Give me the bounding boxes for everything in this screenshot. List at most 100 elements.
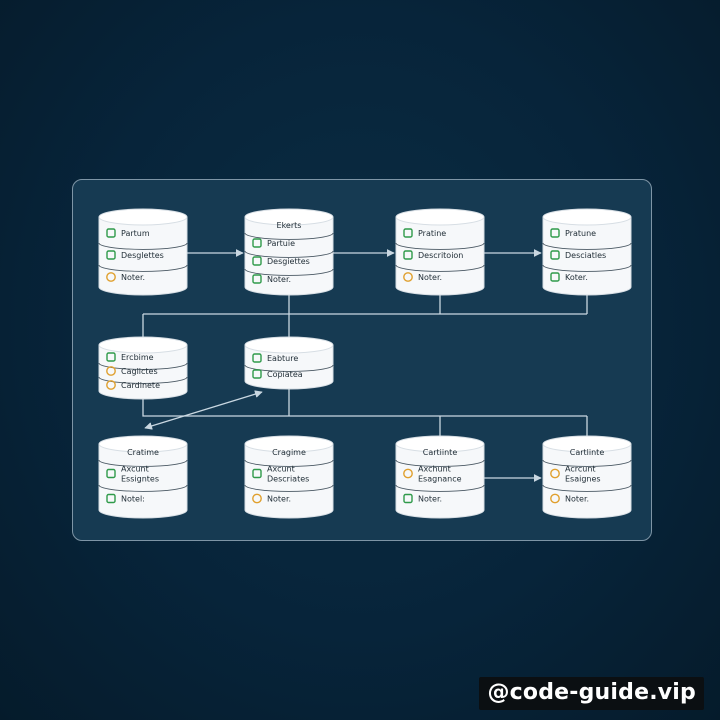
node-title: Cartiinte [423,448,458,457]
node-title: Cratime [127,448,159,457]
row-label: Desglettes [121,251,164,260]
row-label: Axcunt [121,465,149,474]
status-checkbox-icon [403,250,413,260]
status-checkbox-icon [106,468,116,479]
row-label: Acrcunt [565,465,596,474]
cylinder-body [542,444,632,519]
row-label: Noter. [418,495,442,504]
cylinder-body [244,345,334,390]
row-label: Caglictes [121,367,158,376]
node-title: Ekerts [277,221,302,230]
status-checkbox-icon [403,493,413,504]
cylinder-body [244,444,334,519]
row-label: Desciatles [565,251,606,260]
row-divider [98,242,188,250]
row-divider [244,268,334,276]
row-divider [98,264,188,272]
watermark: @code-guide.vip [479,677,704,710]
cylinder-top [244,435,334,453]
status-checkbox-icon [252,353,262,363]
status-checkbox-icon [106,228,116,238]
row-divider [395,484,485,492]
status-checkbox-icon [252,369,262,379]
cylinder-body [98,345,188,400]
row-divider [244,232,334,240]
status-checkbox-icon [106,493,116,504]
row-divider [244,459,334,467]
row-label: Partuie [267,239,295,248]
connector-bus-bottom [142,399,587,417]
status-checkbox-icon [403,228,413,238]
row-divider [395,242,485,250]
status-checkbox-icon [252,256,262,266]
row-divider [98,376,188,384]
row-divider [395,264,485,272]
row-divider [542,484,632,492]
cylinder-top [244,208,334,226]
status-circle-icon [403,468,413,479]
status-circle-icon [252,493,262,504]
node-title: Cragime [272,448,306,457]
connector-n7-n6 [144,390,263,430]
row-label: Noter. [565,495,589,504]
status-checkbox-icon [106,250,116,260]
row-divider [244,484,334,492]
row-label: Cardinete [121,381,160,390]
status-checkbox-icon [550,272,560,282]
row-divider [98,459,188,467]
row-divider [98,362,188,370]
row-label: Partum [121,229,150,238]
row-label: Axchunt [418,465,451,474]
status-checkbox-icon [550,228,560,238]
row-divider [542,264,632,272]
row-label: Noter. [121,273,145,282]
row-label: Descriates [267,475,309,484]
status-circle-icon [403,272,413,282]
row-label: Axcunt [267,465,295,474]
cylinder-top [542,208,632,226]
row-label: Koter. [565,273,588,282]
status-checkbox-icon [252,274,262,284]
cylinder-top [542,435,632,453]
row-label: Noter. [267,495,291,504]
cylinder-body [542,217,632,296]
nodes: PartumDesglettesNoter.EkertsPartuieDesgi… [98,208,632,519]
row-label: Eabture [267,354,298,363]
row-label: Pratine [418,229,446,238]
node-title: Cartlinte [570,448,605,457]
cylinder-body [244,217,334,296]
status-circle-icon [550,468,560,479]
cylinder-top [395,435,485,453]
row-label: Copiatea [267,370,303,379]
cylinder-top [98,336,188,354]
status-checkbox-icon [252,238,262,248]
cylinder-top [244,336,334,354]
row-divider [98,484,188,492]
row-divider [542,459,632,467]
row-divider [542,242,632,250]
row-label: Descritoion [418,251,463,260]
row-divider [244,250,334,258]
cylinder-body [98,217,188,296]
row-label: Notel: [121,495,145,504]
row-label: Noter. [418,273,442,282]
cylinder-top [98,435,188,453]
row-divider [244,364,334,372]
status-checkbox-icon [550,250,560,260]
status-checkbox-icon [252,468,262,479]
cylinder-top [98,208,188,226]
cylinder-body [395,217,485,296]
row-label: Ercbime [121,353,154,362]
